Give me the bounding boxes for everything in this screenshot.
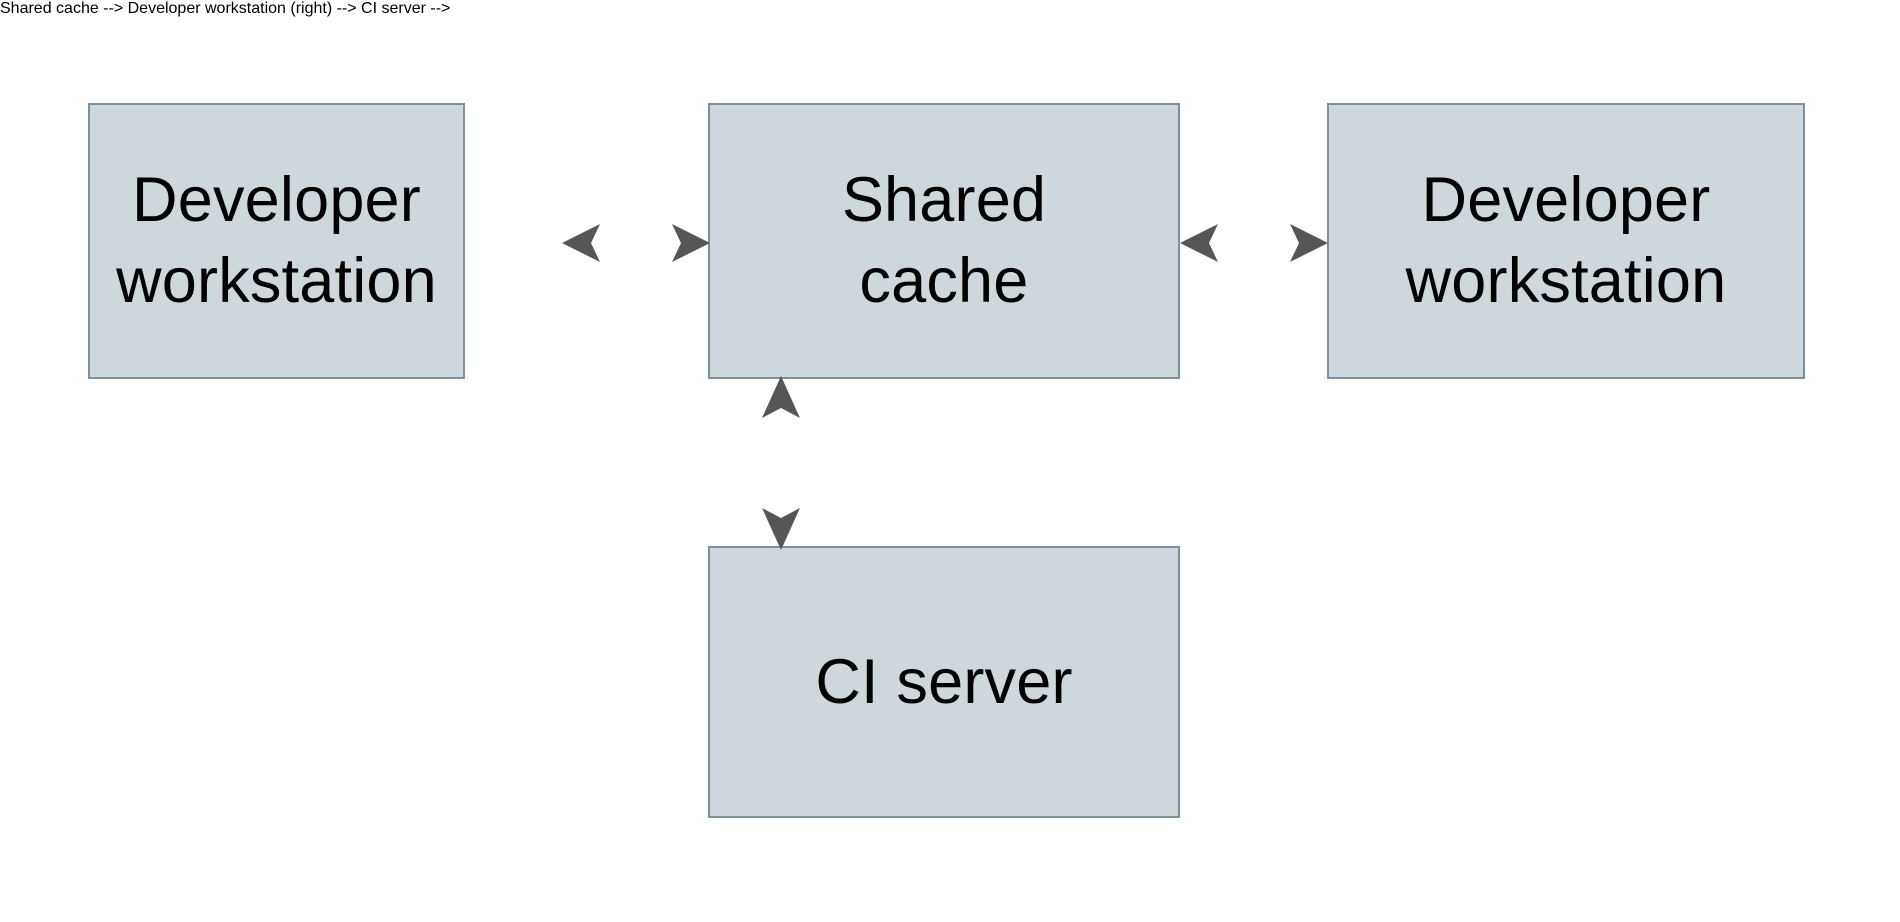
edge-shared-cache-to-developer-right[interactable] — [1178, 212, 1330, 274]
edge-developer-left-to-shared-cache[interactable] — [560, 212, 712, 274]
arrowhead-up — [762, 376, 800, 418]
node-developer-workstation-left[interactable]: Developer workstation — [88, 103, 465, 379]
node-shared-cache[interactable]: Shared cache — [708, 103, 1180, 379]
node-developer-workstation-right[interactable]: Developer workstation — [1327, 103, 1805, 379]
arrowhead-left — [1180, 224, 1218, 262]
arrowhead-left — [562, 224, 600, 262]
arrowhead-right — [672, 224, 710, 262]
arrowhead-right — [1290, 224, 1328, 262]
node-label: Developer workstation — [1405, 165, 1727, 316]
node-label: Developer workstation — [116, 165, 437, 316]
node-label: Shared cache — [841, 165, 1047, 316]
node-label: CI server — [815, 646, 1073, 717]
arrowhead-down — [762, 508, 800, 550]
node-ci-server[interactable]: CI server — [708, 546, 1180, 818]
edge-shared-cache-to-ci-server[interactable] — [750, 374, 812, 552]
